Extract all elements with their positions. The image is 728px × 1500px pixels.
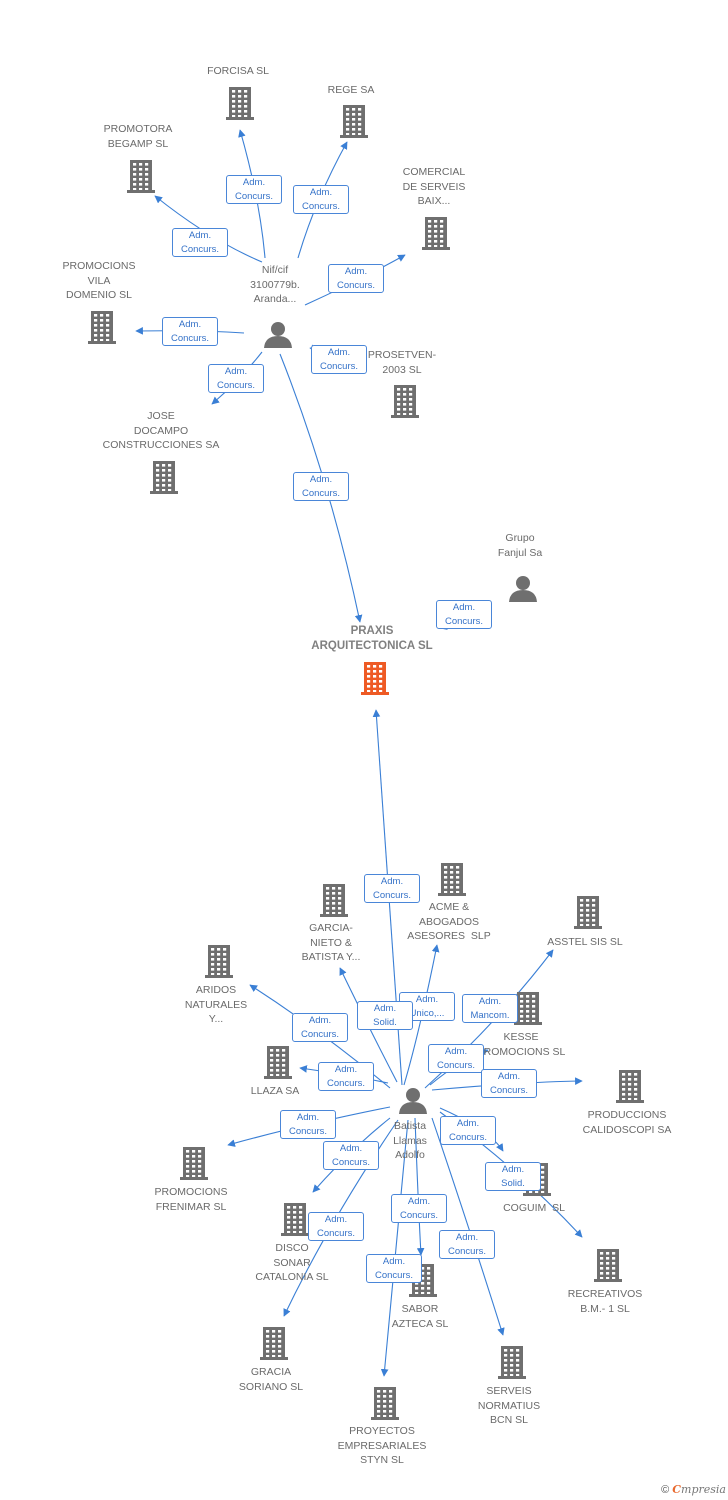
relation-tag-p2-coguim[interactable]: Adm. Concurs. (440, 1116, 496, 1145)
node-label-calidoscopi[interactable]: PRODUCCIONS CALIDOSCOPI SA (582, 1109, 672, 1136)
company-building-icon[interactable] (320, 884, 348, 917)
relation-tag-p2-sabor[interactable]: Adm. Concurs. (391, 1194, 447, 1223)
person-icon[interactable] (264, 322, 292, 348)
company-building-icon[interactable] (422, 217, 450, 250)
company-building-icon[interactable] (150, 461, 178, 494)
edge-p2-sabor (414, 1117, 425, 1256)
company-building-icon[interactable] (371, 1387, 399, 1420)
edge-p2-acme (403, 944, 440, 1086)
node-label-comercial[interactable]: COMERCIAL DE SERVEIS BAIX... (402, 166, 466, 207)
relation-tag-p1-prosetven[interactable]: Adm. Concurs. (311, 345, 367, 374)
relation-tag-p2-garcia[interactable]: Adm. Solid. (357, 1001, 413, 1030)
relation-tag-p2-disco[interactable]: Adm. Concurs. (323, 1141, 379, 1170)
node-label-recreativos[interactable]: RECREATIVOS B.M.- 1 SL (567, 1288, 643, 1315)
company-building-icon[interactable] (514, 992, 542, 1025)
brand-footer: © Cmpresia (661, 1483, 726, 1496)
relation-tag-p2-llaza[interactable]: Adm. Concurs. (318, 1062, 374, 1091)
brand-name: mpresia (681, 1483, 726, 1496)
brand-initial: C (672, 1483, 682, 1496)
node-label-llaza[interactable]: LLAZA SA (250, 1085, 300, 1097)
node-label-acme[interactable]: ACME & ABOGADOS ASESORES SLP (407, 901, 491, 942)
node-label-rege[interactable]: REGE SA (327, 84, 375, 96)
node-label-garcia[interactable]: GARCIA- NIETO & BATISTA Y... (301, 922, 361, 963)
relation-tag-p1-praxis[interactable]: Adm. Concurs. (293, 472, 349, 501)
relation-tag-p1-begamp[interactable]: Adm. Concurs. (172, 228, 228, 257)
node-label-p2[interactable]: Batista Llamas Adolfo (393, 1120, 427, 1161)
person-icon[interactable] (399, 1088, 427, 1114)
company-building-icon[interactable] (226, 87, 254, 120)
relation-tag-p1-forcisa[interactable]: Adm. Concurs. (226, 175, 282, 204)
company-building-icon[interactable] (281, 1203, 309, 1236)
node-label-gracia[interactable]: GRACIA SORIANO SL (238, 1366, 304, 1393)
relation-tag-p2-styn[interactable]: Adm. Concurs. (366, 1254, 422, 1283)
person-icon[interactable] (509, 576, 537, 602)
node-label-disco[interactable]: DISCO SONAR CATALONIA SL (255, 1242, 329, 1283)
node-label-asstel[interactable]: ASSTEL SIS SL (547, 936, 623, 948)
relation-tag-p2-serveis[interactable]: Adm. Concurs. (439, 1230, 495, 1259)
company-building-icon[interactable] (260, 1327, 288, 1360)
node-label-frenimar[interactable]: PROMOCIONS FRENIMAR SL (154, 1186, 228, 1213)
company-building-icon[interactable] (180, 1147, 208, 1180)
relation-tag-p2-calidoscopi[interactable]: Adm. Concurs. (481, 1069, 537, 1098)
node-label-styn[interactable]: PROYECTOS EMPRESARIALES STYN SL (337, 1425, 427, 1466)
relation-tag-fanjul-praxis[interactable]: Adm. Concurs. (436, 600, 492, 629)
node-label-prosetven[interactable]: PROSETVEN- 2003 SL (367, 349, 437, 376)
node-label-sabor[interactable]: SABOR AZTECA SL (391, 1303, 449, 1330)
node-label-aridos[interactable]: ARIDOS NATURALES Y... (184, 984, 248, 1025)
company-building-icon[interactable] (616, 1070, 644, 1103)
relation-tag-p1-docampo[interactable]: Adm. Concurs. (208, 364, 264, 393)
company-building-icon[interactable] (264, 1046, 292, 1079)
node-label-fanjul[interactable]: Grupo Fanjul Sa (497, 532, 543, 559)
node-label-forcisa[interactable]: FORCISA SL (207, 65, 269, 77)
edge-p2-serveis (431, 1117, 505, 1336)
node-label-docampo[interactable]: JOSE DOCAMPO CONSTRUCCIONES SA (102, 410, 220, 451)
company-building-icon[interactable] (340, 105, 368, 138)
company-building-icon[interactable] (391, 385, 419, 418)
node-label-vila[interactable]: PROMOCIONS VILA DOMENIO SL (62, 260, 136, 301)
edge-p2-styn (380, 1119, 409, 1377)
relation-tag-p2-aridos[interactable]: Adm. Concurs. (292, 1013, 348, 1042)
company-building-icon[interactable] (498, 1346, 526, 1379)
copyright-symbol: © (661, 1484, 670, 1496)
company-building-icon[interactable] (438, 863, 466, 896)
main-company-building-icon[interactable] (361, 662, 389, 695)
company-building-icon[interactable] (574, 896, 602, 929)
relation-tag-p2-recreativos[interactable]: Adm. Solid. (485, 1162, 541, 1191)
node-label-coguim[interactable]: COGUIM SL (503, 1202, 565, 1214)
node-label-begamp[interactable]: PROMOTORA BEGAMP SL (103, 123, 173, 150)
company-building-icon[interactable] (594, 1249, 622, 1282)
node-label-kesse[interactable]: KESSE PROMOCIONS SL (476, 1031, 566, 1058)
relation-tag-p2-asstel[interactable]: Adm. Mancom. (462, 994, 518, 1023)
node-label-p1[interactable]: Nif/cif 3100779b. Aranda... (250, 264, 300, 305)
company-building-icon[interactable] (127, 160, 155, 193)
relation-tag-p2-gracia[interactable]: Adm. Concurs. (308, 1212, 364, 1241)
relation-tag-p1-comercial[interactable]: Adm. Concurs. (328, 264, 384, 293)
relation-tag-p2-frenimar[interactable]: Adm. Concurs. (280, 1110, 336, 1139)
node-label-praxis[interactable]: PRAXIS ARQUITECTONICA SL (311, 625, 433, 652)
relation-tag-p2-praxis[interactable]: Adm. Concurs. (364, 874, 420, 903)
company-building-icon[interactable] (88, 311, 116, 344)
relation-tag-p1-rege[interactable]: Adm. Concurs. (293, 185, 349, 214)
company-building-icon[interactable] (205, 945, 233, 978)
relation-tag-p2-kesse[interactable]: Adm. Concurs. (428, 1044, 484, 1073)
node-label-serveis[interactable]: SERVEIS NORMATIUS BCN SL (477, 1385, 541, 1426)
relation-tag-p1-vila[interactable]: Adm. Concurs. (162, 317, 218, 346)
